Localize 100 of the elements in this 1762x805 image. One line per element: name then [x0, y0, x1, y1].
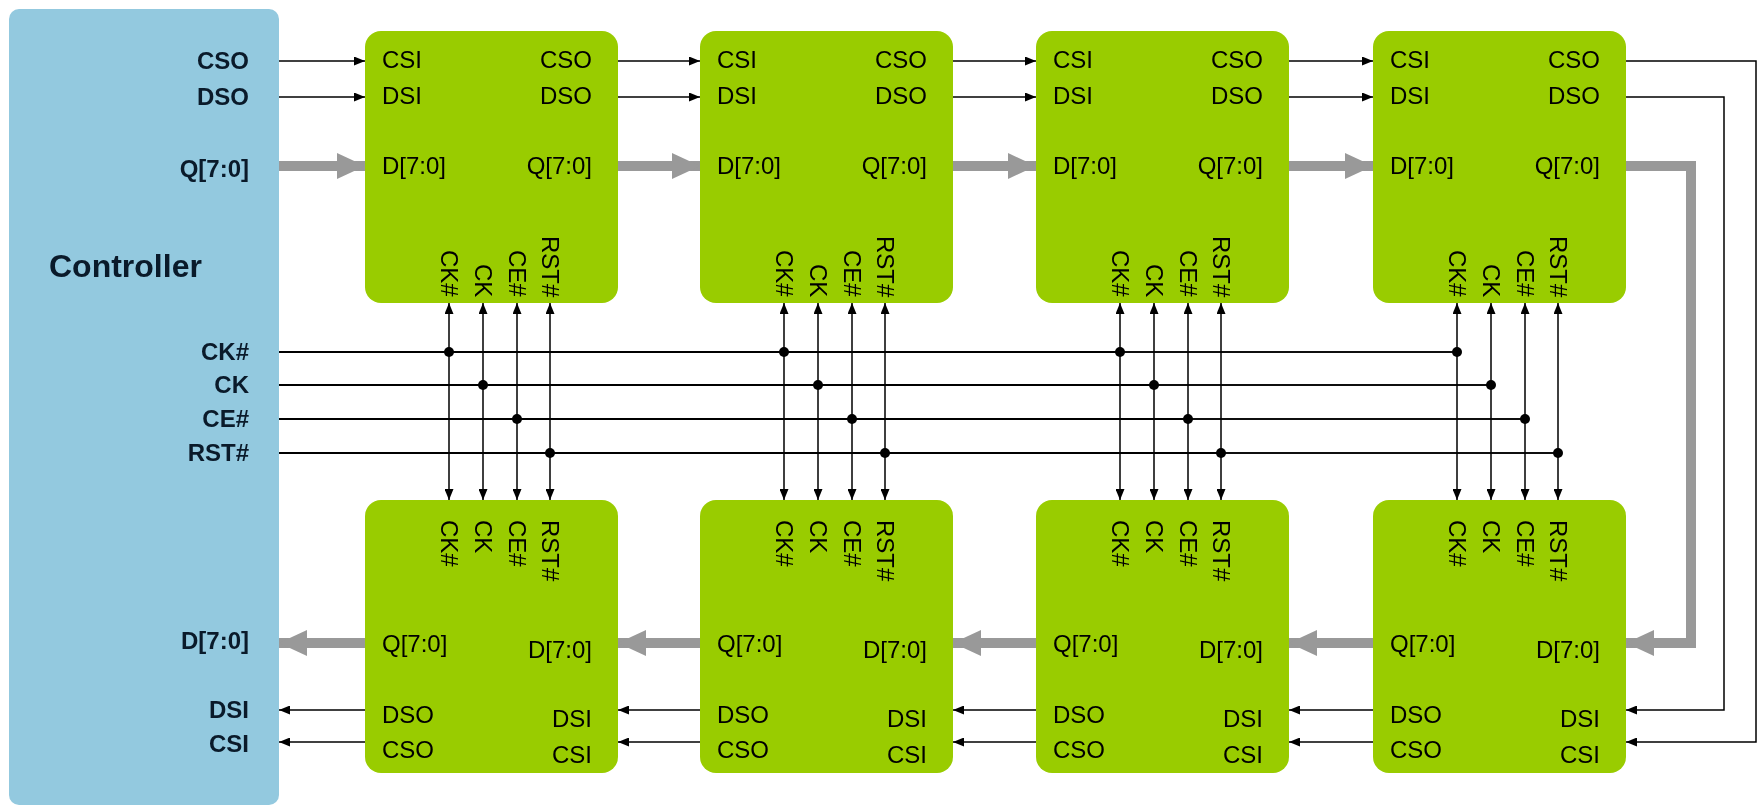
pin-label: CE#	[505, 520, 529, 567]
pin-label: CK	[471, 520, 495, 554]
pin-label: CE#	[1176, 250, 1200, 297]
pin-label: DSO	[875, 84, 927, 108]
bus-arrow	[1289, 153, 1373, 179]
pin-label: CK#	[1108, 520, 1132, 567]
pin-label: CSI	[1223, 743, 1263, 767]
pin-label: DSI	[382, 84, 422, 108]
bus-arrow	[618, 630, 700, 656]
pin-label: D[7:0]	[717, 154, 782, 178]
bus-arrow	[618, 153, 700, 179]
bus-arrow	[279, 153, 365, 179]
chip-block	[365, 500, 618, 773]
signal-arrow	[278, 92, 366, 102]
pin-label: DSO	[717, 703, 769, 727]
pin-label: CE#	[505, 250, 529, 297]
pin-label: DSO	[382, 703, 434, 727]
pin-label: CK#	[437, 250, 461, 297]
signal-arrow	[617, 92, 701, 102]
signal-label: CE#	[202, 407, 249, 431]
pin-label: D[7:0]	[1390, 154, 1455, 178]
pin-label: DSO	[1211, 84, 1263, 108]
chip-block	[700, 31, 953, 303]
pin-label: CK	[471, 263, 495, 297]
pin-label: Q[7:0]	[1053, 632, 1119, 656]
controller-label: Controller	[49, 250, 202, 282]
signal-arrow	[617, 737, 701, 747]
pin-label: DSI	[1223, 707, 1263, 731]
pin-label: CK#	[1108, 250, 1132, 297]
pin-label: Q[7:0]	[861, 154, 927, 178]
pin-label: DSI	[1053, 84, 1093, 108]
signal-arrow	[278, 737, 366, 747]
bus-arrow	[1289, 630, 1373, 656]
pin-label: DSI	[552, 707, 592, 731]
bus-arrow	[953, 153, 1036, 179]
pin-label: DSO	[540, 84, 592, 108]
pin-label: CSO	[382, 738, 434, 762]
pin-label: CK	[1142, 520, 1166, 554]
pin-label: CSO	[540, 48, 592, 72]
signal-arrow	[952, 737, 1037, 747]
signal-arrow	[617, 56, 701, 66]
signal-arrow	[617, 705, 701, 715]
pin-label: D[7:0]	[1053, 154, 1118, 178]
bus-arrow	[279, 630, 365, 656]
pin-label: D[7:0]	[382, 154, 447, 178]
signal-label: DSI	[209, 698, 249, 722]
signal-label: Q[7:0]	[179, 157, 249, 181]
pin-label: CE#	[840, 250, 864, 297]
pin-label: CK#	[1445, 520, 1469, 567]
chip-block	[700, 500, 953, 773]
pin-label: CSI	[887, 743, 927, 767]
pin-label: CSI	[1390, 48, 1430, 72]
pin-label: D[7:0]	[862, 638, 927, 662]
signal-arrow	[952, 705, 1037, 715]
pin-label: RST#	[1546, 235, 1570, 297]
pin-label: Q[7:0]	[1390, 632, 1456, 656]
signal-label: RST#	[187, 441, 249, 465]
signal-arrow	[1625, 96, 1725, 715]
signal-arrow	[278, 56, 366, 66]
signal-arrow	[278, 705, 366, 715]
chip-block	[1036, 31, 1289, 303]
pin-label: DSO	[1053, 703, 1105, 727]
pin-label: D[7:0]	[1535, 638, 1600, 662]
chip-block	[1373, 31, 1626, 303]
pin-label: CSI	[382, 48, 422, 72]
pin-label: CK#	[437, 520, 461, 567]
signal-arrow	[952, 56, 1037, 66]
pin-label: Q[7:0]	[1197, 154, 1263, 178]
signal-label: CSO	[197, 49, 249, 73]
pin-label: DSO	[1390, 703, 1442, 727]
signal-arrow	[1625, 60, 1757, 747]
signal-arrow	[1288, 92, 1374, 102]
pin-label: CSO	[1211, 48, 1263, 72]
pin-label: Q[7:0]	[717, 632, 783, 656]
bus-arrow	[953, 630, 1036, 656]
pin-label: CK	[1479, 520, 1503, 554]
pin-label: CSO	[1053, 738, 1105, 762]
signal-label: CK	[214, 373, 249, 397]
pin-label: DSI	[887, 707, 927, 731]
pin-label: CSI	[1560, 743, 1600, 767]
pin-label: RST#	[538, 235, 562, 297]
pin-label: CSI	[1053, 48, 1093, 72]
pin-label: CE#	[1176, 520, 1200, 567]
pin-label: DSI	[717, 84, 757, 108]
pin-label: RST#	[1209, 520, 1233, 582]
signal-label: CK#	[201, 340, 249, 364]
pin-label: CK	[806, 263, 830, 297]
pin-label: CSI	[552, 743, 592, 767]
pin-label: CK	[806, 520, 830, 554]
signal-arrow	[1288, 737, 1374, 747]
controller-panel	[9, 9, 279, 805]
signal-label: CSI	[209, 732, 249, 756]
pin-label: Q[7:0]	[382, 632, 448, 656]
pin-label: CE#	[840, 520, 864, 567]
pin-label: RST#	[1209, 235, 1233, 297]
pin-label: CE#	[1513, 250, 1537, 297]
pin-label: CK#	[1445, 250, 1469, 297]
chip-block	[1373, 500, 1626, 773]
pin-label: CSI	[717, 48, 757, 72]
pin-label: D[7:0]	[527, 638, 592, 662]
